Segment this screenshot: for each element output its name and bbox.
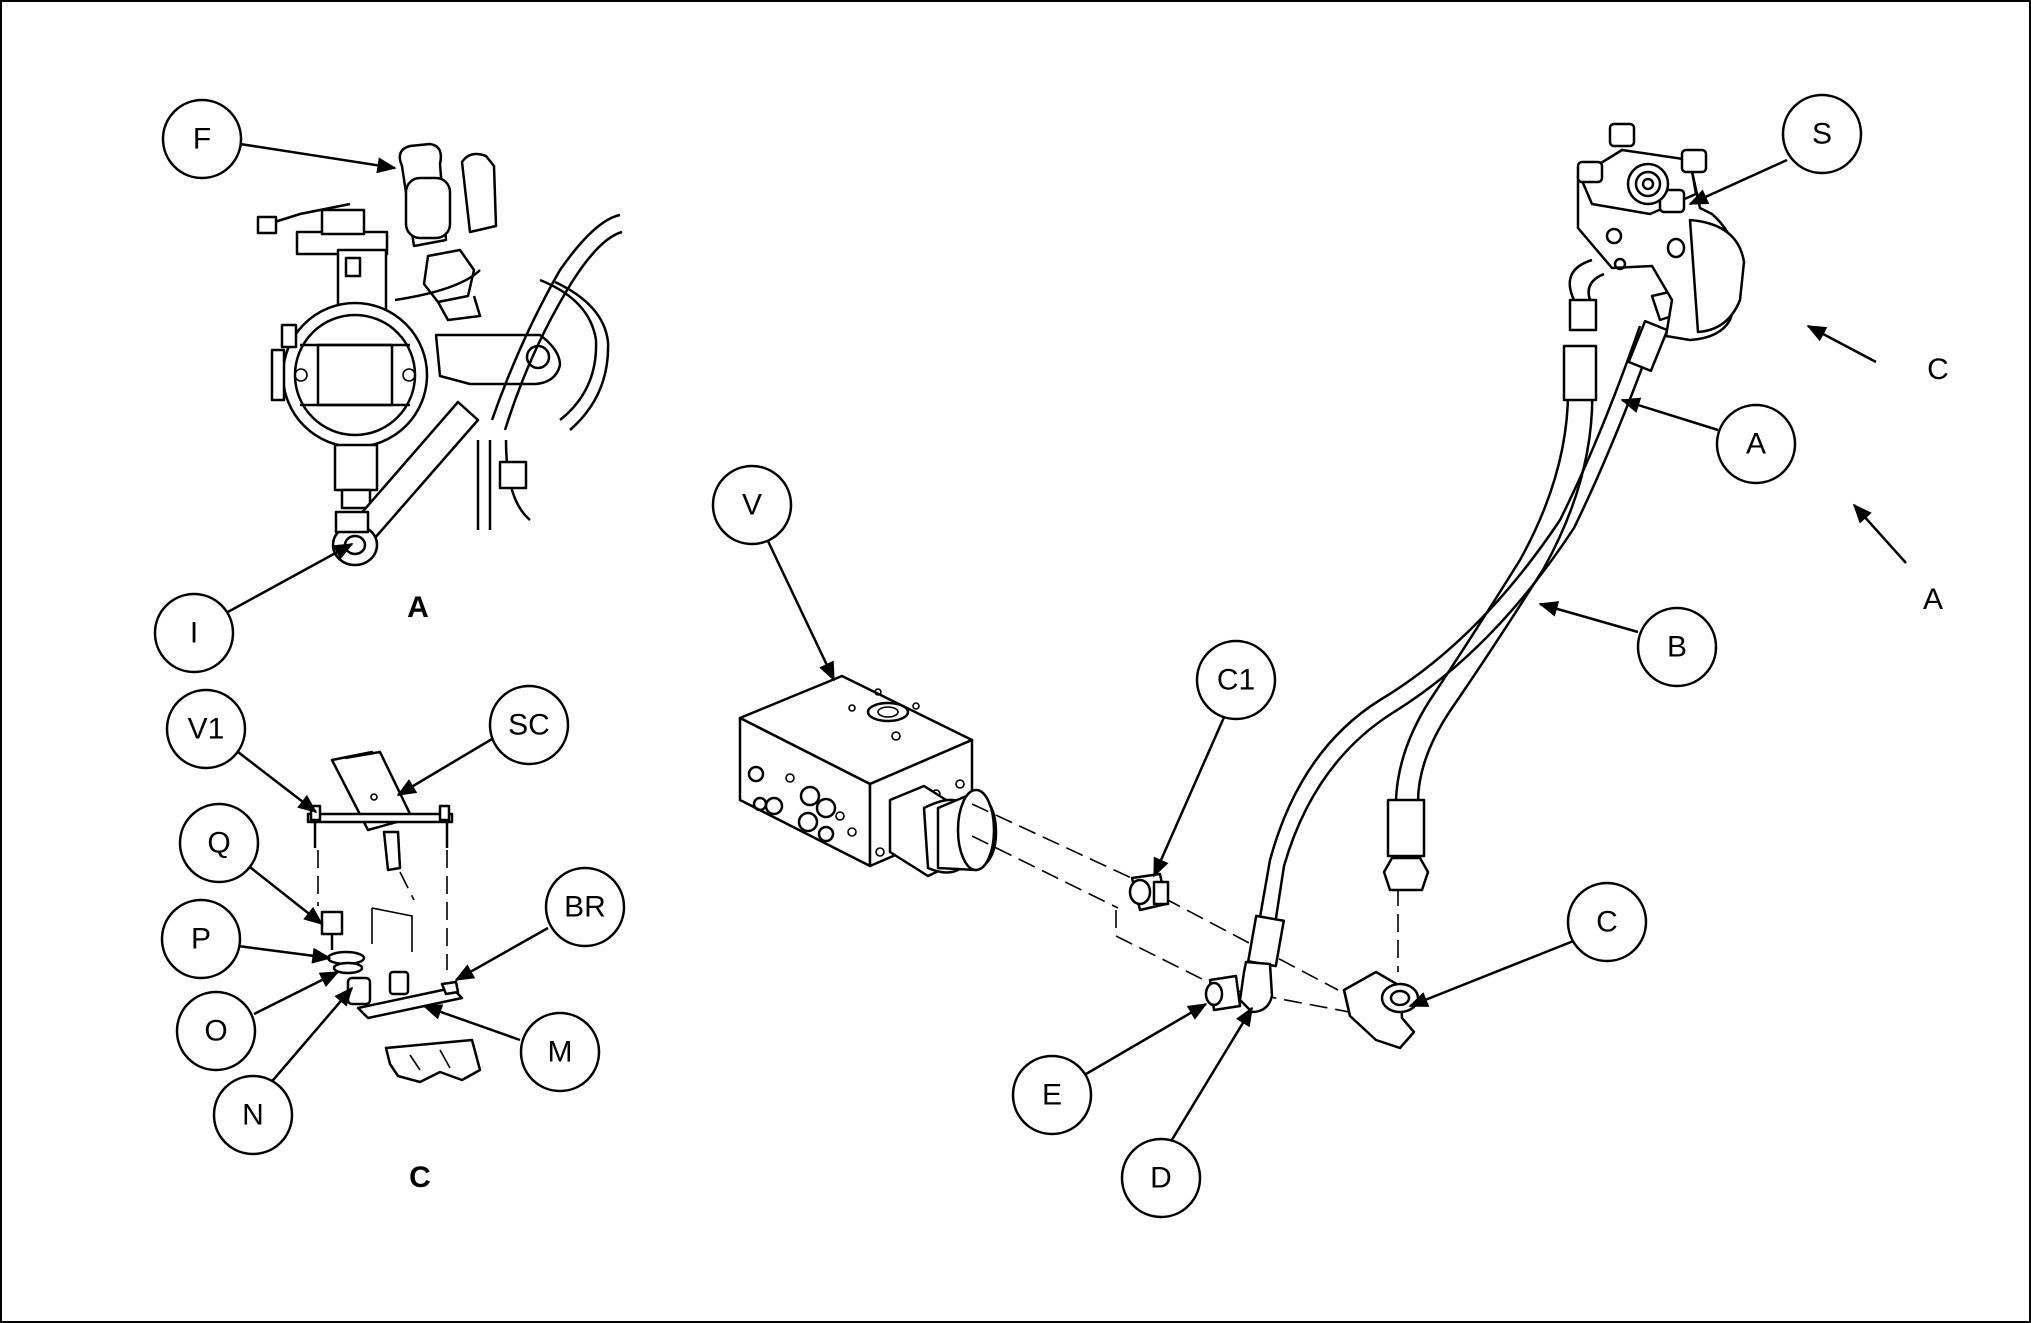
view-label-c: C (409, 1161, 431, 1194)
view-direction-c: C (1806, 324, 1949, 386)
callout-b: B (1538, 601, 1718, 688)
detail-a-illustration (256, 142, 623, 567)
callout-a-label: A (1746, 428, 1766, 461)
callout-i: I (153, 542, 354, 674)
callout-o: O (175, 970, 340, 1072)
callout-v-label: V (742, 489, 762, 522)
callout-sc: SC (396, 684, 570, 797)
callout-n: N (212, 986, 354, 1156)
callout-m: M (422, 1004, 601, 1093)
callout-c-label: C (1596, 906, 1618, 939)
callout-c1: C1 (1152, 639, 1277, 878)
callout-f-label: F (193, 123, 211, 156)
direction-label-a: A (1923, 583, 1943, 616)
callout-s: S (1688, 93, 1863, 206)
view-direction-a: A (1852, 503, 1943, 616)
steering-unit-s (1576, 122, 1746, 342)
callout-b-label: B (1667, 631, 1687, 664)
callout-o-label: O (204, 1015, 227, 1048)
elbow-fitting-c (1342, 970, 1420, 1050)
fitting-c1 (1128, 872, 1170, 912)
view-label-a: A (407, 591, 429, 624)
detail-c-illustration (306, 750, 482, 1084)
callout-q-label: Q (207, 827, 230, 860)
callout-i-label: I (190, 617, 198, 650)
callout-d-label: D (1150, 1162, 1172, 1195)
callout-s-label: S (1812, 118, 1832, 151)
callout-v: V (711, 464, 836, 682)
callout-sc-label: SC (508, 709, 550, 742)
valve-block-v (738, 674, 998, 878)
callout-v1: V1 (165, 688, 318, 813)
callout-f: F (161, 98, 397, 180)
callout-a: A (1620, 397, 1797, 485)
callout-p-label: P (191, 923, 211, 956)
callout-e-label: E (1042, 1079, 1062, 1112)
callout-d: D (1120, 1006, 1254, 1219)
callout-m-label: M (548, 1036, 573, 1069)
callout-n-label: N (242, 1099, 264, 1132)
fitting-e (1204, 974, 1242, 1012)
callout-br: BR (454, 866, 626, 982)
callout-c1-label: C1 (1217, 664, 1255, 697)
callout-q: Q (178, 802, 324, 925)
direction-label-c: C (1927, 353, 1949, 386)
callout-e: E (1011, 1002, 1208, 1136)
callout-br-label: BR (564, 891, 606, 924)
callout-c: C (1408, 881, 1648, 1008)
callout-v1-label: V1 (188, 713, 225, 746)
callout-p: P (160, 898, 332, 980)
assembly-guide-lines (971, 803, 1399, 1015)
